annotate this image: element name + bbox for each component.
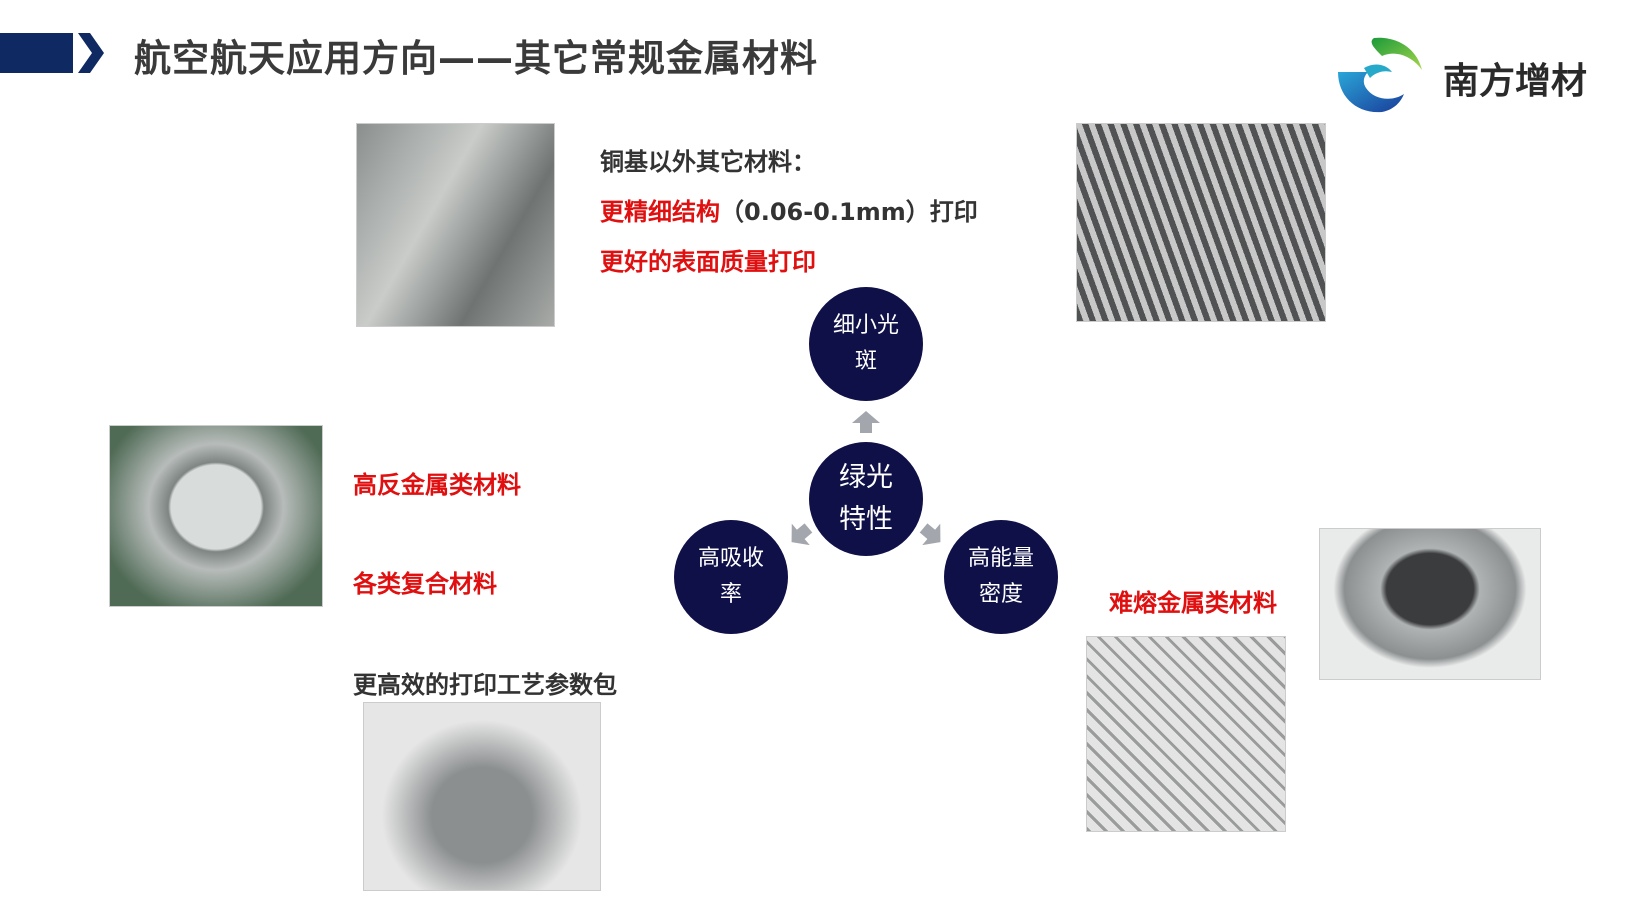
photo-lattice-cube-part xyxy=(1086,636,1286,832)
node-green-light-line2: 特性 xyxy=(839,504,893,535)
node-small-spot: 细小光斑 xyxy=(809,287,923,401)
node-high-absorption-line2: 率 xyxy=(719,582,742,607)
intro-text: 铜基以外其它材料： xyxy=(600,148,816,176)
node-small-spot-line1: 细小光 xyxy=(832,313,899,338)
param-pack-label: 更高效的打印工艺参数包 xyxy=(353,671,617,699)
node-green-light-line1: 绿光 xyxy=(839,462,893,493)
logo-icon xyxy=(1338,37,1422,113)
refractory-label: 难熔金属类材料 xyxy=(1109,589,1277,617)
header-bar xyxy=(0,33,73,73)
point-surface-quality: 更好的表面质量打印 xyxy=(600,248,816,276)
photo-refractory-disc-part xyxy=(1319,528,1541,680)
photo-ring-part xyxy=(109,425,323,607)
arrow-down-right-icon xyxy=(919,523,941,546)
high-reflect-label: 高反金属类材料 xyxy=(353,471,521,499)
node-high-absorption-line1: 高吸收 xyxy=(697,546,764,571)
arrow-up-icon xyxy=(852,411,880,433)
chevron-icon xyxy=(78,33,104,73)
point-finer-structure: 更精细结构（0.06-0.1mm）打印 xyxy=(600,192,978,227)
page-title: 航空航天应用方向——其它常规金属材料 xyxy=(134,37,818,80)
logo-text: 南方增材 xyxy=(1443,61,1588,102)
node-high-energy: 高能量密度 xyxy=(944,520,1058,634)
photo-lattice-channel-part xyxy=(1076,123,1326,322)
node-high-absorption: 高吸收率 xyxy=(674,520,788,634)
node-green-light: 绿光特性 xyxy=(809,442,923,556)
node-high-energy-line1: 高能量 xyxy=(967,546,1034,571)
arrow-down-left-icon xyxy=(791,523,813,546)
node-small-spot-line2: 斑 xyxy=(854,349,877,374)
photo-spiral-lattice-part xyxy=(363,702,601,891)
composite-label: 各类复合材料 xyxy=(353,570,497,598)
point-finer-structure-label: 更精细结构 xyxy=(600,198,720,226)
node-high-energy-line2: 密度 xyxy=(978,582,1023,607)
point-finer-structure-range: （0.06-0.1mm）打印 xyxy=(720,198,978,226)
photo-heat-exchanger-part xyxy=(356,123,555,327)
